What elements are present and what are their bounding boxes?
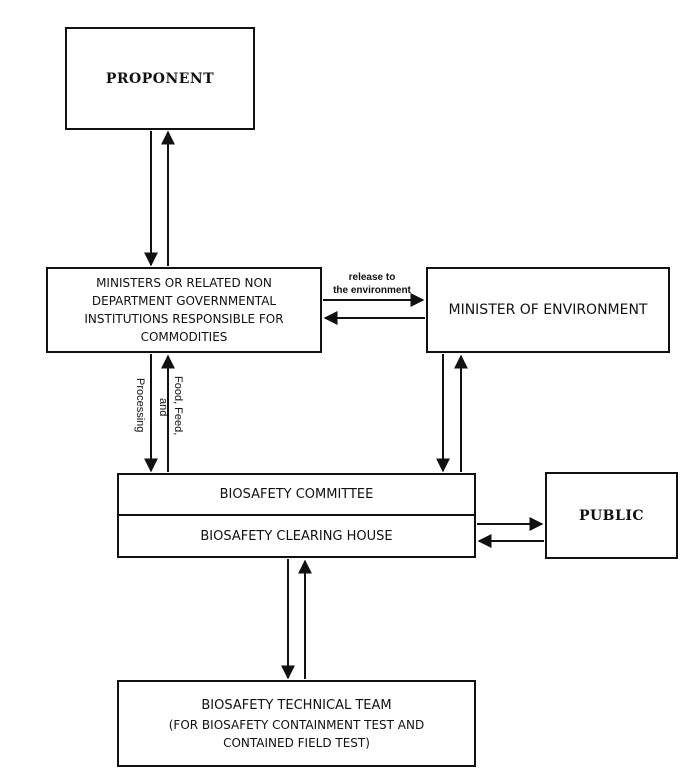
food-feed-label-line-1: Food, Feed,: [172, 376, 184, 435]
biosafety-committee-row: BIOSAFETY COMMITTEE: [119, 475, 474, 516]
ministers-line-4: COMMODITIES: [140, 330, 228, 344]
technical-team-line-2: (FOR BIOSAFETY CONTAINMENT TEST AND: [168, 717, 425, 732]
ministers-line-3: INSTITUTIONS RESPONSIBLE FOR: [84, 312, 284, 326]
technical-team-box: BIOSAFETY TECHNICAL TEAM (FOR BIOSAFETY …: [117, 680, 476, 767]
public-box: PUBLIC: [545, 472, 678, 559]
biosafety-clearing-house-label: BIOSAFETY CLEARING HOUSE: [200, 528, 393, 544]
technical-team-line-3: CONTAINED FIELD TEST): [223, 735, 370, 750]
biosafety-committee-label: BIOSAFETY COMMITTEE: [219, 487, 374, 502]
biosafety-clearing-house-row: BIOSAFETY CLEARING HOUSE: [119, 516, 474, 556]
minister-environment-box: MINISTER OF ENVIRONMENT: [426, 267, 670, 353]
minister-environment-label: MINISTER OF ENVIRONMENT: [448, 302, 648, 318]
ministers-box: MINISTERS OR RELATED NON DEPARTMENT GOVE…: [46, 267, 322, 353]
ministers-line-2: DEPARTMENT GOVERNMENTAL: [91, 294, 277, 308]
release-label-line-2: the environment: [333, 285, 411, 296]
proponent-label: PROPONENT: [105, 70, 215, 87]
biosafety-box: BIOSAFETY COMMITTEE BIOSAFETY CLEARING H…: [117, 473, 476, 558]
food-feed-label-line-2: and: [157, 398, 169, 416]
release-label-line-1: release to: [349, 272, 396, 283]
processing-label: Processing: [134, 378, 146, 432]
public-label: PUBLIC: [578, 507, 645, 524]
proponent-box: PROPONENT: [65, 27, 255, 130]
ministers-line-1: MINISTERS OR RELATED NON: [96, 276, 272, 290]
technical-team-title: BIOSAFETY TECHNICAL TEAM: [201, 697, 392, 713]
